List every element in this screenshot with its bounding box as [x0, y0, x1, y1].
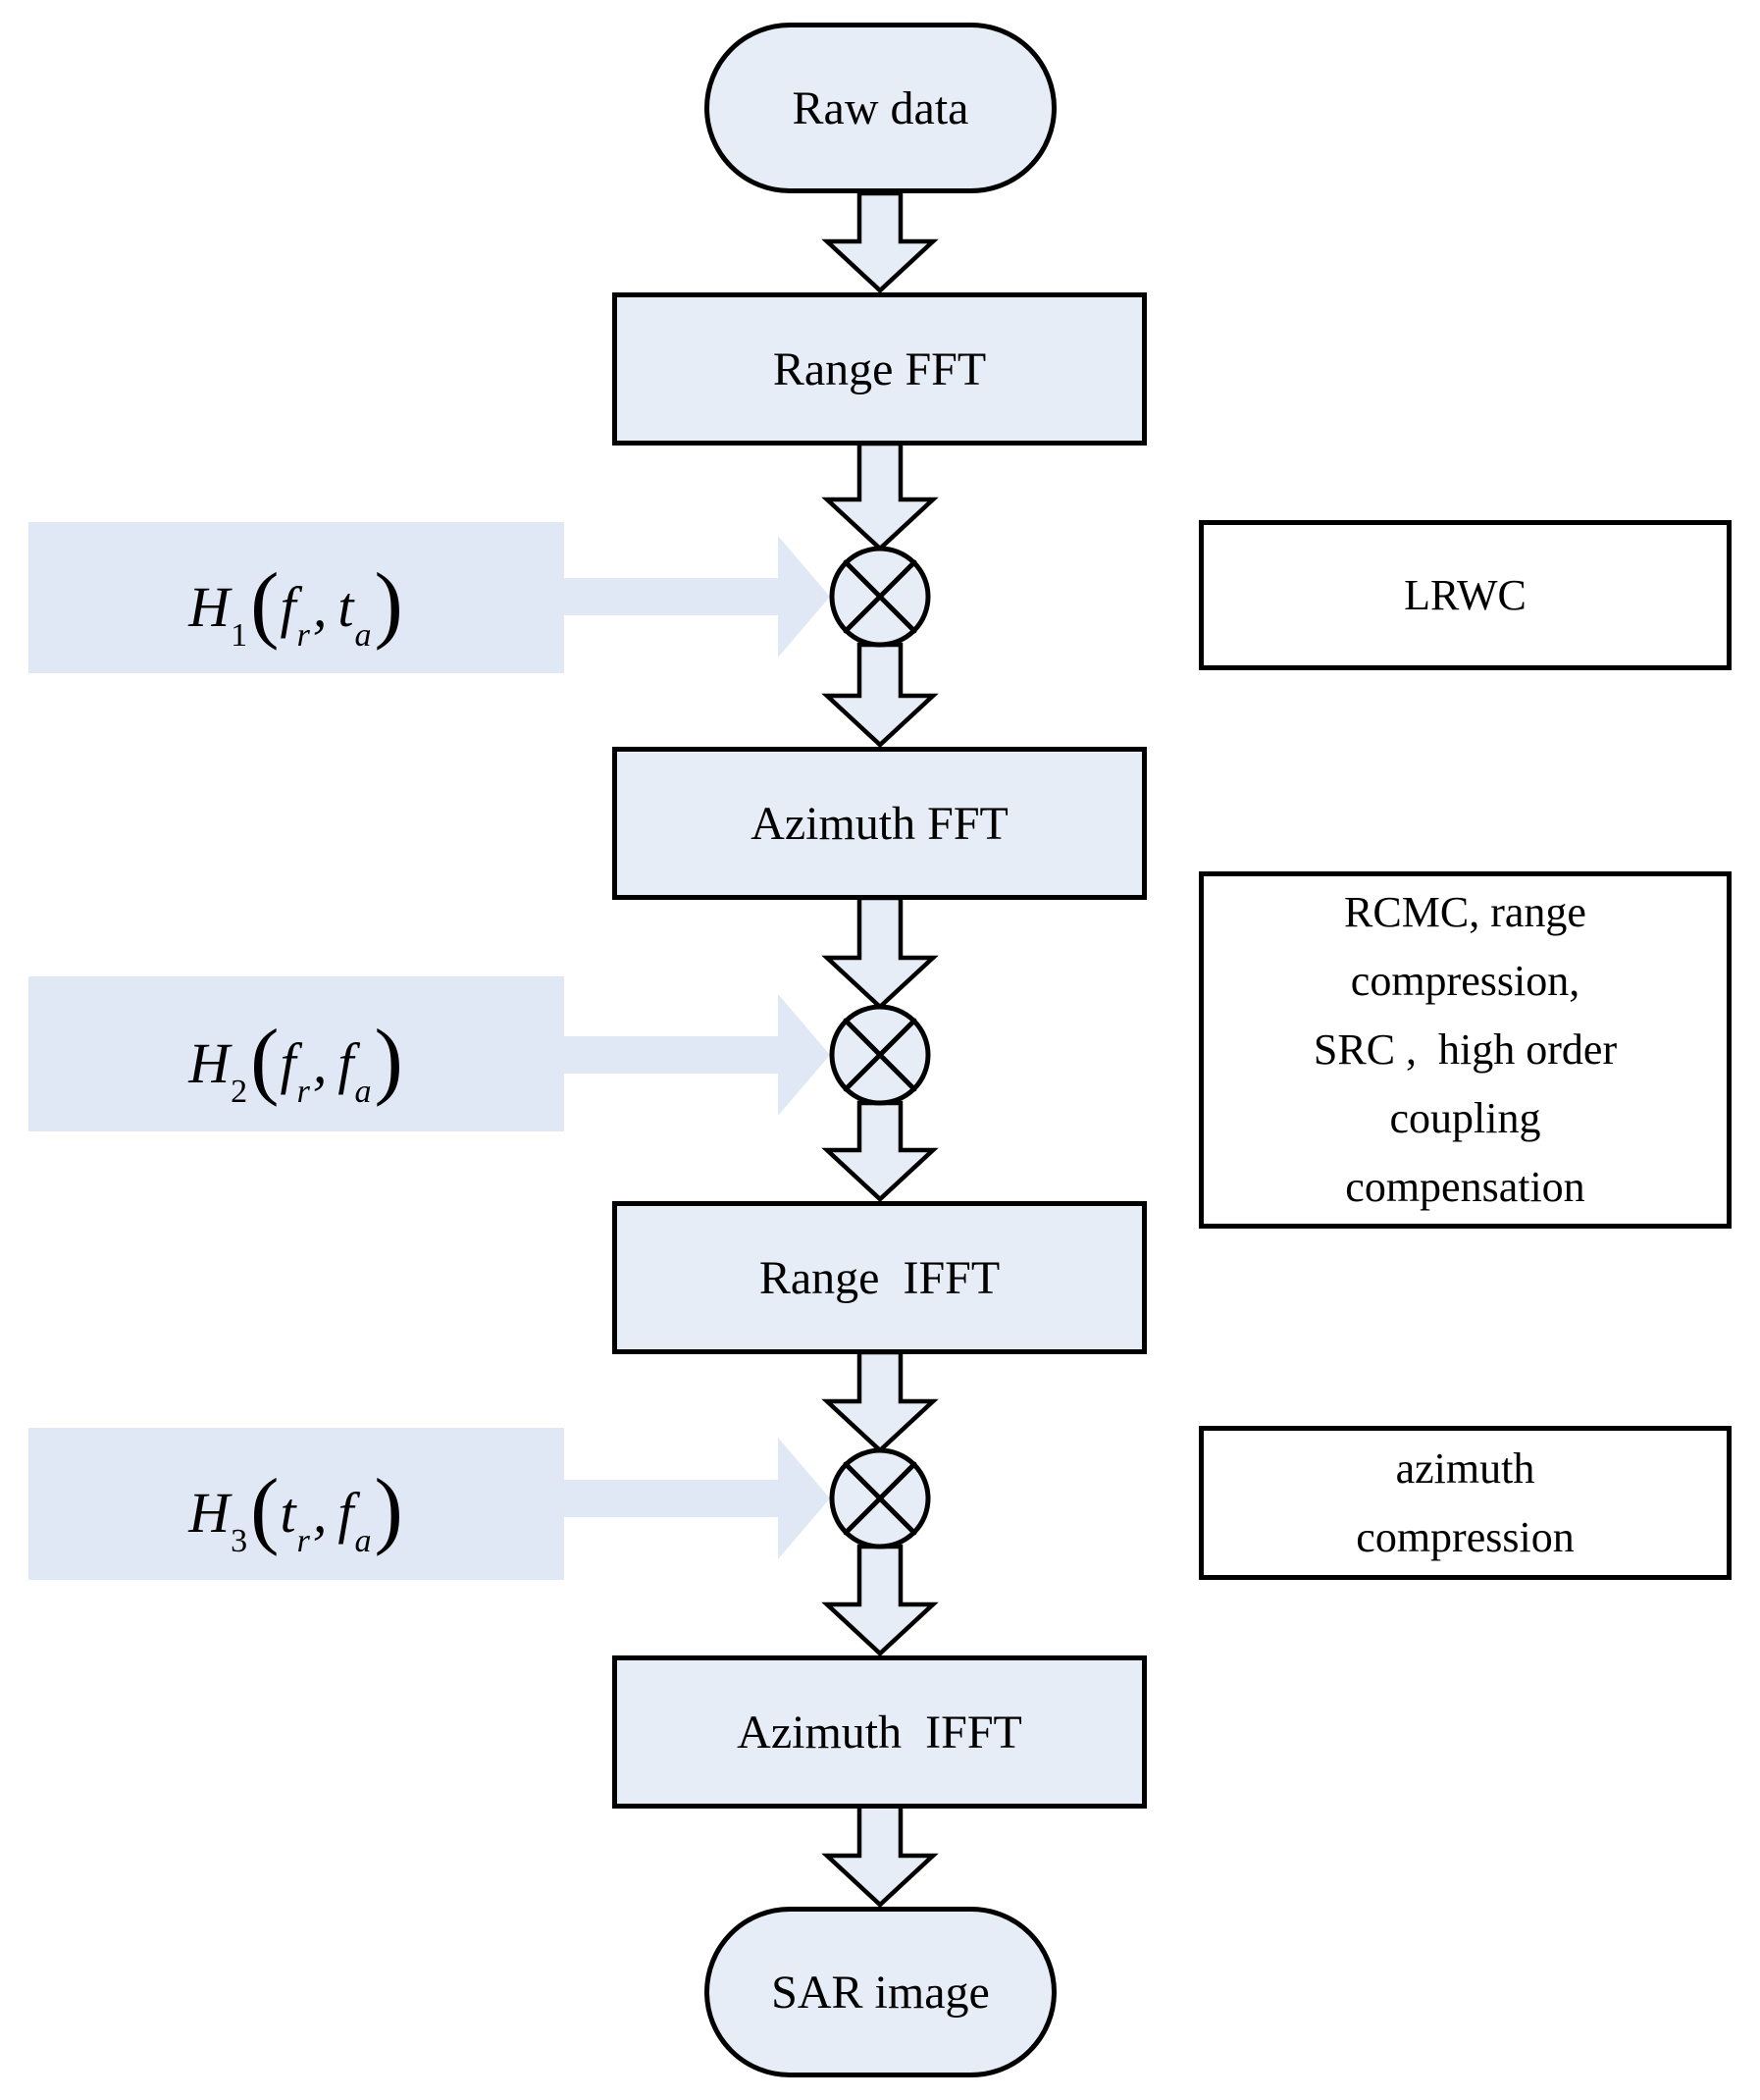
formula-paren: ): [374, 1462, 404, 1557]
formula-arg: f: [280, 574, 297, 639]
formula-arg: t: [280, 1481, 297, 1545]
formula-arg-subscript: a: [354, 1523, 373, 1559]
formula-paren: (: [250, 1462, 281, 1557]
multiply-node-2: [829, 1004, 931, 1106]
multiply-node-1: [829, 546, 931, 648]
node-label: Range FFT: [772, 342, 987, 395]
process-azimuth-fft: Azimuth FFT: [612, 747, 1147, 900]
formula-arg-subscript: a: [354, 616, 373, 654]
formula-comma: ,: [312, 1481, 329, 1545]
annotation-rcmc: RCMC, range compression, SRC , high orde…: [1199, 871, 1732, 1229]
flow-arrow-down-8: [821, 1803, 939, 1909]
formula-arg-subscript: r: [296, 1073, 311, 1110]
node-label: Azimuth IFFT: [737, 1706, 1022, 1759]
annotation-azimuth-compression: azimuth compression: [1199, 1426, 1732, 1580]
multiply-x-icon: [843, 1461, 917, 1536]
flow-arrow-down-5: [821, 1100, 939, 1203]
multiply-x-icon: [843, 559, 917, 634]
formula-arg-subscript: r: [296, 616, 311, 654]
filter-arrow-right-2: [564, 994, 830, 1116]
multiply-x-icon: [843, 1018, 917, 1092]
formula-subscript: 2: [231, 1073, 249, 1110]
process-range-fft: Range FFT: [612, 292, 1147, 446]
flow-arrow-down-1: [821, 190, 939, 294]
annotation-line: compression,: [1350, 957, 1580, 1005]
flow-arrow-down-7: [821, 1544, 939, 1657]
formula-arg-subscript: r: [296, 1523, 311, 1559]
formula-comma: ,: [312, 1030, 329, 1095]
formula-paren: (: [250, 555, 281, 652]
annotation-line: SRC , high order: [1313, 1025, 1618, 1074]
formula-arg: t: [337, 574, 355, 639]
formula-comma: ,: [312, 574, 329, 639]
formula-arg: f: [337, 1481, 355, 1545]
process-range-ifft: Range IFFT: [612, 1201, 1147, 1354]
node-label: Azimuth FFT: [751, 797, 1009, 850]
annotation-lrwc: LRWC: [1199, 520, 1732, 670]
annotation-line: coupling: [1389, 1094, 1541, 1142]
formula-paren: ): [374, 1012, 404, 1108]
formula-arg: f: [337, 1030, 355, 1095]
annotation-line: compensation: [1345, 1163, 1585, 1211]
formula-arg-subscript: a: [354, 1073, 373, 1110]
formula-base: H: [188, 1030, 232, 1095]
formula-paren: ): [374, 555, 404, 652]
annotation-line: RCMC, range: [1344, 888, 1586, 936]
node-label: Raw data: [792, 81, 969, 134]
filter-arrow-right-1: [564, 536, 830, 657]
filter-arrow-right-3: [564, 1438, 830, 1559]
flow-arrow-down-2: [821, 441, 939, 552]
node-label: Range IFFT: [758, 1251, 1001, 1304]
annotation-line: compression: [1356, 1512, 1575, 1561]
formula-paren: (: [250, 1012, 281, 1108]
formula-subscript: 3: [231, 1523, 249, 1559]
multiply-node-3: [829, 1447, 931, 1549]
annotation-line: LRWC: [1404, 570, 1527, 619]
flow-arrow-down-3: [821, 642, 939, 749]
flow-arrow-down-6: [821, 1349, 939, 1454]
formula-subscript: 1: [231, 616, 249, 654]
process-azimuth-ifft: Azimuth IFFT: [612, 1655, 1147, 1809]
formula-arg: f: [280, 1030, 297, 1095]
annotation-line: azimuth: [1395, 1444, 1535, 1493]
terminator-sar-image: SAR image: [704, 1907, 1057, 2077]
formula-base: H: [188, 1481, 232, 1545]
node-label: SAR image: [771, 1966, 990, 2019]
formula-base: H: [188, 574, 232, 639]
flow-arrow-down-4: [821, 895, 939, 1011]
terminator-raw-data: Raw data: [704, 23, 1057, 193]
